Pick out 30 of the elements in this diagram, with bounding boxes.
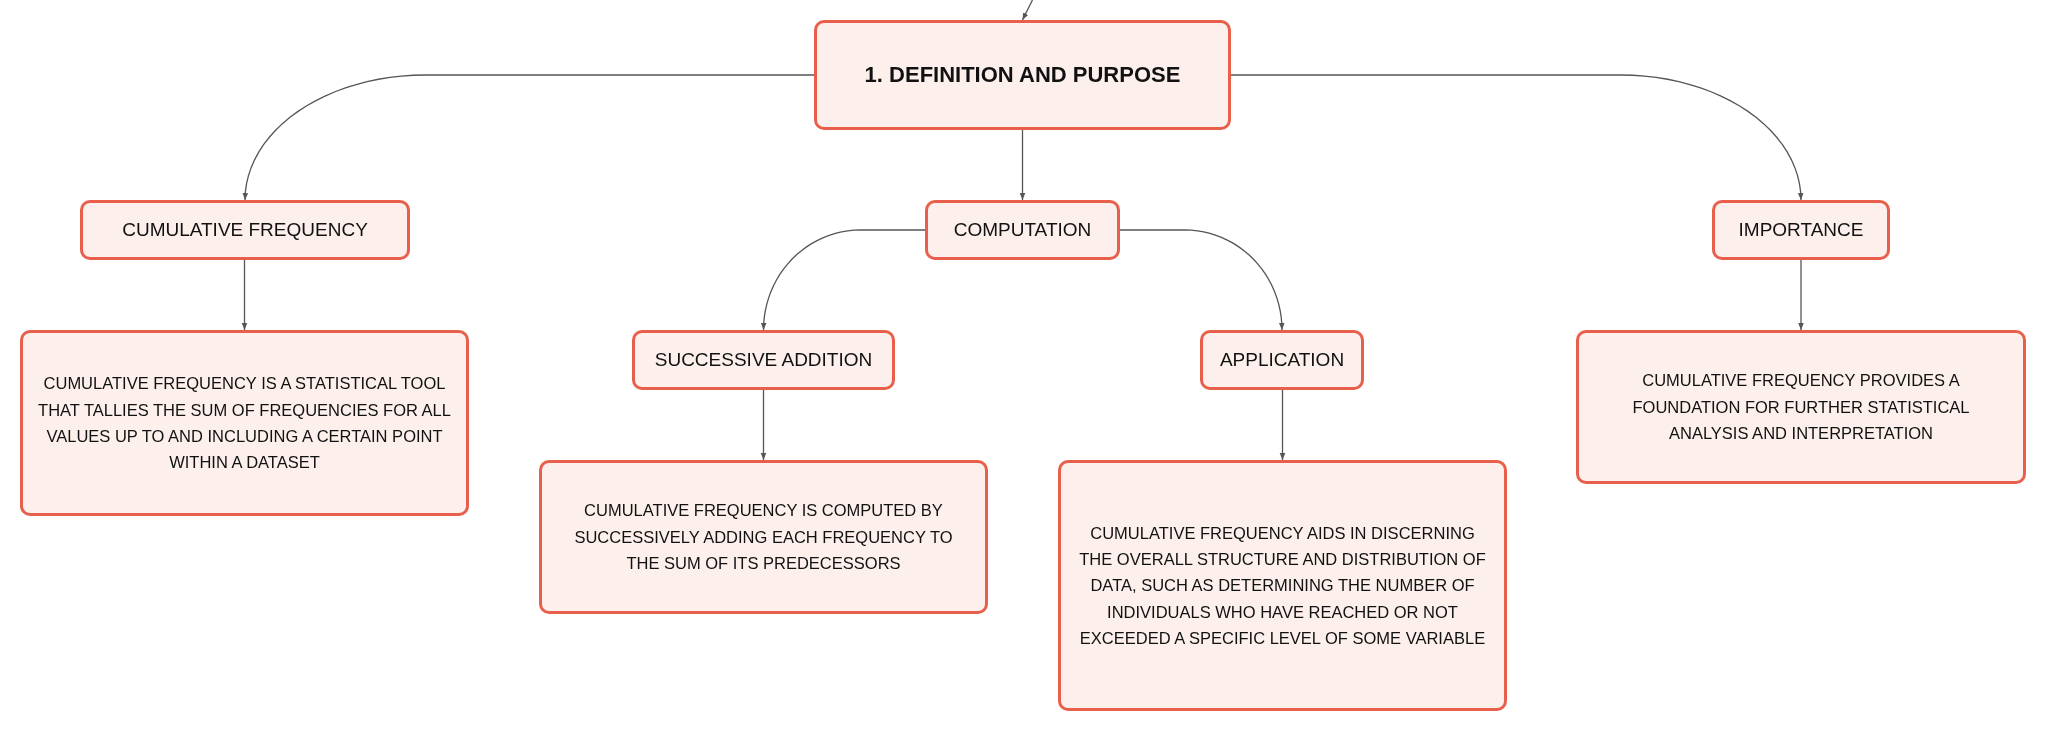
connector-arrow xyxy=(1119,229,1285,331)
connector-arrow xyxy=(1019,129,1026,201)
connector-arrow xyxy=(1798,259,1804,331)
box-text: 1. DEFINITION AND PURPOSE xyxy=(864,62,1181,88)
box-text: CUMULATIVE FREQUENCY AIDS IN DISCERNING THE OVERALL STRUCTURE AND DISTRIBUTION OF DATA, SUCH AS DETERMINING THE NUMBER OF INDIVIDUALS WHO HAVE REACHED OR NOT EXCEEDED A SPECIFIC LEVEL OF SOME VARIABLE xyxy=(1078,522,1487,650)
description-box xyxy=(1058,460,1507,711)
box-text: SUCCESSIVE ADDITION xyxy=(654,349,873,371)
box-text: IMPORTANCE xyxy=(1738,219,1864,241)
connector-arrow xyxy=(241,259,248,331)
description-box xyxy=(20,330,469,516)
box-text: CUMULATIVE FREQUENCY IS A STATISTICAL TOOL THAT TALLIES THE SUM OF FREQUENCIES FOR ALL VALUES UP TO AND INCLUDING A CERTAIN POINT WITHIN A DATASET xyxy=(37,373,452,474)
box-text: CUMULATIVE FREQUENCY IS COMPUTED BY SUCCESSIVELY ADDING EACH FREQUENCY TO THE SUM OF ITS PREDECESSORS xyxy=(573,500,954,575)
description-box xyxy=(539,460,988,614)
box-text: COMPUTATION xyxy=(953,219,1092,241)
connector-arrow xyxy=(1279,389,1286,461)
box-text: CUMULATIVE FREQUENCY xyxy=(122,219,368,241)
box-text: APPLICATION xyxy=(1219,349,1345,371)
topic-box xyxy=(80,200,410,260)
box-text: CUMULATIVE FREQUENCY PROVIDES A FOUNDATION FOR FURTHER STATISTICAL ANALYSIS AND INTERPRETATION xyxy=(1631,370,1971,445)
connector-arrow xyxy=(1230,74,1804,201)
topic-box xyxy=(814,20,1231,130)
connector-arrow xyxy=(242,74,815,201)
topic-box xyxy=(925,200,1120,260)
description-box xyxy=(1576,330,2026,484)
topic-box xyxy=(1200,330,1364,390)
connector-arrow xyxy=(760,229,926,331)
topic-box xyxy=(1712,200,1890,260)
connector-arrow xyxy=(760,389,767,461)
topic-box xyxy=(632,330,895,390)
connector-arrow xyxy=(1021,0,1034,21)
